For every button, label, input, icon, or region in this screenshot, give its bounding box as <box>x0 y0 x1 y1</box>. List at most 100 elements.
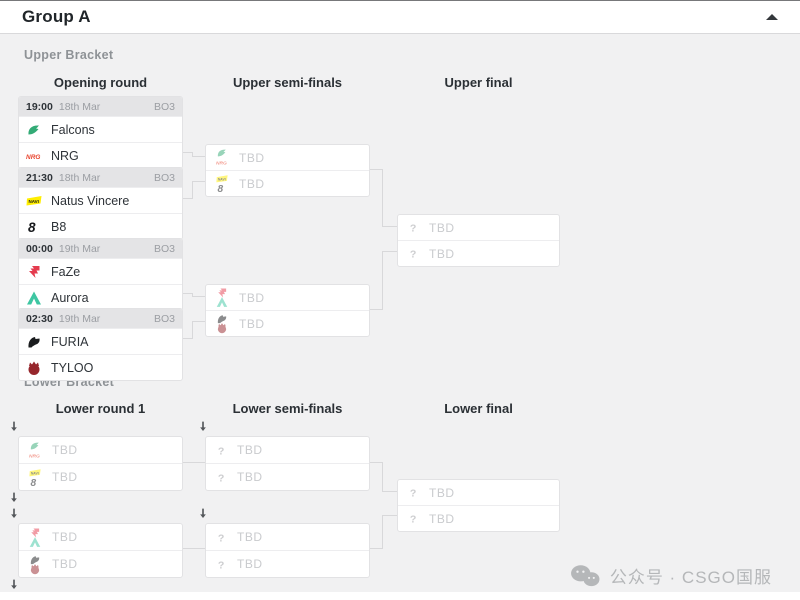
team-row-tyloo[interactable]: TYLOO <box>19 354 182 380</box>
match-time: 02:30 <box>26 312 53 325</box>
lower-round1-match-2[interactable]: TBD TBD <box>18 523 183 578</box>
tyloo-icon <box>216 322 228 334</box>
down-arrow-icon <box>7 507 21 520</box>
match-faze-aurora[interactable]: 00:00 19th Mar BO3 FaZe Aurora <box>18 238 183 311</box>
collapse-caret-icon[interactable] <box>766 14 778 20</box>
tbd-label: TBD <box>239 316 265 331</box>
upper-bracket-label: Upper Bracket <box>24 48 114 62</box>
match-time: 19:00 <box>26 100 53 113</box>
question-icon <box>215 558 228 571</box>
match-navi-b8[interactable]: 21:30 18th Mar BO3 Natus Vincere B8 <box>18 167 183 240</box>
match-schedule: 02:30 19th Mar BO3 <box>19 309 182 328</box>
column-header-lower-semifinals: Lower semi-finals <box>232 401 343 416</box>
match-schedule: 19:00 18th Mar BO3 <box>19 97 182 116</box>
possible-teams-icons <box>26 528 43 546</box>
question-icon <box>407 221 420 234</box>
tbd-label: TBD <box>429 220 455 235</box>
tbd-label: TBD <box>52 470 78 484</box>
tbd-label: TBD <box>239 176 265 191</box>
team-row-navi[interactable]: Natus Vincere <box>19 187 182 213</box>
possible-teams-icons <box>213 149 230 167</box>
tbd-label: TBD <box>237 470 263 484</box>
tbd-slot: TBD <box>206 170 369 196</box>
team-name: Falcons <box>51 122 95 137</box>
group-header[interactable]: Group A <box>0 1 800 34</box>
connector-line <box>183 462 205 463</box>
tbd-label: TBD <box>52 557 78 571</box>
question-icon <box>407 512 420 525</box>
tbd-label: TBD <box>429 246 455 261</box>
tbd-slot: TBD <box>206 524 369 550</box>
team-row-aurora[interactable]: Aurora <box>19 284 182 310</box>
tbd-label: TBD <box>429 485 455 500</box>
upper-final[interactable]: TBD TBD <box>397 214 560 267</box>
connector-line <box>192 181 205 182</box>
connector-line <box>183 548 205 549</box>
upper-semifinal-2[interactable]: TBD TBD <box>205 284 370 337</box>
match-time: 00:00 <box>26 242 53 255</box>
nrg-icon <box>216 156 228 168</box>
connector-line <box>183 293 192 294</box>
tbd-label: TBD <box>239 150 265 165</box>
tbd-slot: TBD <box>206 437 369 463</box>
tyloo-icon <box>29 563 41 575</box>
falcons-icon <box>26 122 42 138</box>
possible-teams-icons <box>213 175 230 193</box>
page-bottom-gap <box>0 592 800 600</box>
match-format: BO3 <box>153 312 175 325</box>
watermark-text: 公众号 · CSGO国服 <box>609 568 772 587</box>
lower-round1-match-1[interactable]: TBD TBD <box>18 436 183 491</box>
connector-line <box>192 152 193 157</box>
tbd-slot: TBD <box>206 145 369 170</box>
lower-final[interactable]: TBD TBD <box>397 479 560 532</box>
match-schedule: 00:00 19th Mar BO3 <box>19 239 182 258</box>
match-date: 19th Mar <box>58 242 101 255</box>
lower-semifinal-2[interactable]: TBD TBD <box>205 523 370 578</box>
team-row-furia[interactable]: FURIA <box>19 328 182 354</box>
team-row-falcons[interactable]: Falcons <box>19 116 182 142</box>
connector-line <box>382 462 383 492</box>
team-name: B8 <box>51 219 67 234</box>
connector-line <box>192 293 193 297</box>
tbd-label: TBD <box>239 290 265 305</box>
watermark: 公众号 · CSGO国服 <box>570 563 772 588</box>
question-icon <box>407 486 420 499</box>
possible-teams-icons <box>213 289 230 307</box>
connector-line <box>192 156 205 157</box>
connector-line <box>183 198 192 199</box>
match-falcons-nrg[interactable]: 19:00 18th Mar BO3 Falcons NRG <box>18 96 183 169</box>
group-title: Group A <box>22 7 91 26</box>
connector-line <box>382 251 397 252</box>
possible-teams-icons <box>213 315 230 333</box>
team-name: FURIA <box>51 334 89 349</box>
lower-semifinal-1[interactable]: TBD TBD <box>205 436 370 491</box>
team-row-faze[interactable]: FaZe <box>19 258 182 284</box>
down-arrow-icon <box>7 578 21 591</box>
tbd-label: TBD <box>52 530 78 544</box>
match-date: 18th Mar <box>58 100 101 113</box>
tbd-slot: TBD <box>19 524 182 550</box>
match-furia-tyloo[interactable]: 02:30 19th Mar BO3 FURIA TYLOO <box>18 308 183 381</box>
tyloo-icon <box>26 360 42 376</box>
upper-semifinal-1[interactable]: TBD TBD <box>205 144 370 197</box>
column-header-lower-round-1: Lower round 1 <box>55 401 146 416</box>
tbd-slot: TBD <box>206 463 369 490</box>
connector-line <box>370 169 382 170</box>
match-date: 19th Mar <box>58 312 101 325</box>
nrg-icon <box>26 148 42 164</box>
connector-line <box>192 296 205 297</box>
tbd-slot: TBD <box>398 215 559 240</box>
column-header-opening-round: Opening round <box>53 75 148 90</box>
team-row-nrg[interactable]: NRG <box>19 142 182 168</box>
team-row-b8[interactable]: B8 <box>19 213 182 239</box>
connector-line <box>192 181 193 199</box>
tbd-slot: TBD <box>398 480 559 505</box>
connector-line <box>370 462 382 463</box>
b8-icon <box>26 219 42 235</box>
navi-icon <box>26 193 42 209</box>
team-name: Natus Vincere <box>51 193 130 208</box>
match-format: BO3 <box>153 100 175 113</box>
b8-icon <box>29 476 41 488</box>
possible-teams-icons <box>26 441 43 459</box>
